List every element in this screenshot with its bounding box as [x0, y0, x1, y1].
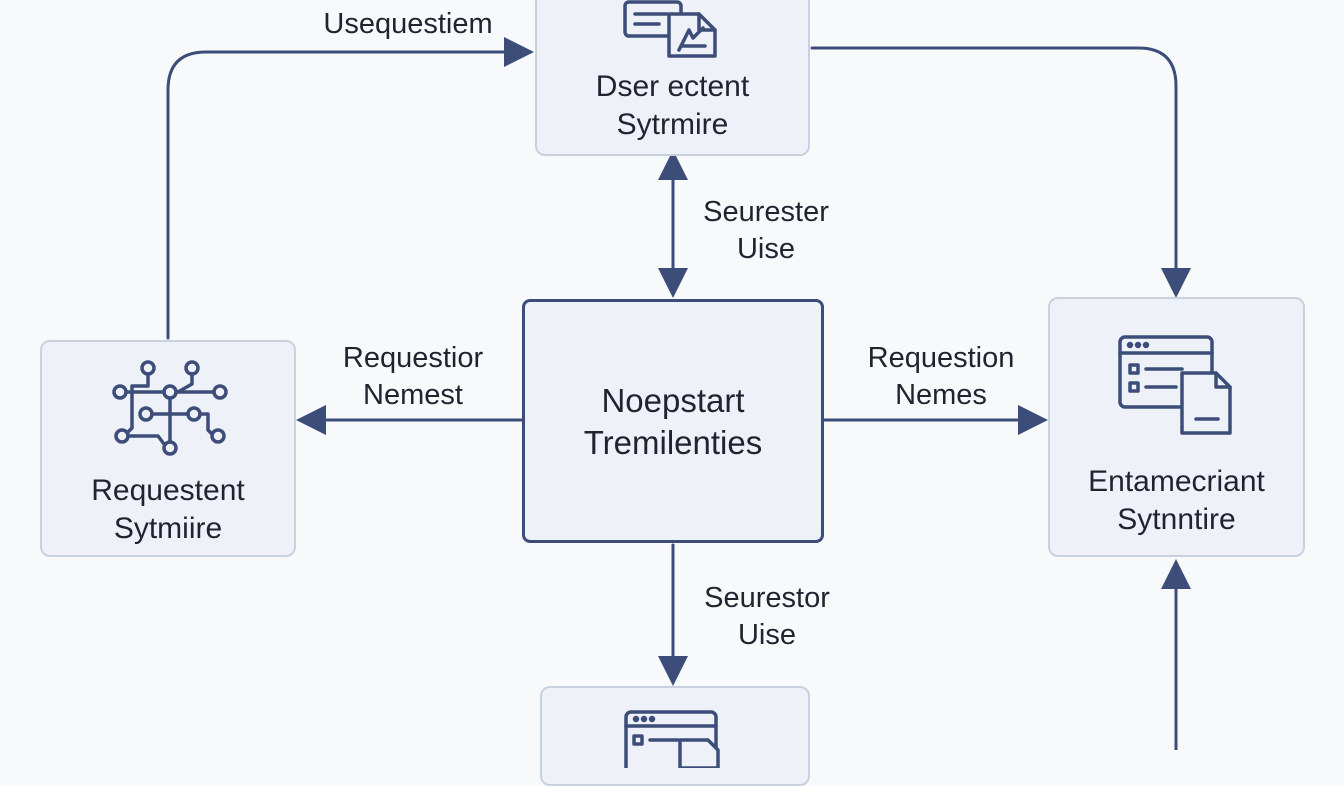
node-right-line1: Entamecriant [1088, 465, 1265, 498]
node-center: Noepstart Tremilenties [522, 299, 824, 543]
edge-label-top-center-line2: Uise [736, 233, 795, 265]
node-top-line1: Dser ectent [595, 70, 750, 103]
edge-label-center-bottom: Seurestor Uise [686, 580, 848, 654]
node-left-line2: Sytmiire [113, 512, 223, 545]
node-center-line2: Tremilenties [583, 424, 763, 461]
edge-label-center-left-line1: Requestior [342, 342, 484, 374]
edge-label-center-bottom-line1: Seurestor [704, 582, 830, 614]
flow-diagram: Dser ectent Sytrmire [40, 0, 1305, 786]
connector-layer [166, 37, 1191, 750]
node-bottom [540, 686, 810, 786]
node-top-line2: Sytrmire [616, 108, 729, 141]
edge-label-center-right: Requestion Nemes [848, 340, 1034, 414]
edge-label-center-right-line1: Requestion [867, 342, 1015, 374]
document-pen-icon [623, 0, 717, 58]
edge-label-center-left: Requestior Nemest [318, 340, 508, 414]
edge-left-to-top [166, 37, 534, 340]
node-top: Dser ectent Sytrmire [535, 0, 810, 156]
edge-top-to-right [810, 46, 1191, 298]
edge-label-center-bottom-line2: Uise [737, 619, 796, 651]
node-center-line1: Noepstart [601, 382, 745, 419]
edge-label-center-left-line2: Nemest [363, 379, 463, 411]
edge-label-center-right-line2: Nemes [895, 379, 987, 411]
window-document-icon [624, 710, 720, 768]
circuit-network-icon [112, 360, 228, 456]
node-left: Requestent Sytmiire [40, 340, 296, 557]
window-document-icon [1118, 335, 1232, 435]
edge-label-top-left: Usequestiem [300, 6, 516, 43]
node-right: Entamecriant Sytnntire [1048, 297, 1305, 557]
edge-label-top-center-line1: Seurester [703, 196, 829, 228]
node-left-line1: Requestent [91, 474, 245, 507]
edge-label-top-left-text: Usequestiem [323, 8, 493, 40]
node-right-line2: Sytnntire [1117, 503, 1236, 536]
edge-label-top-center: Seurester Uise [686, 194, 846, 268]
